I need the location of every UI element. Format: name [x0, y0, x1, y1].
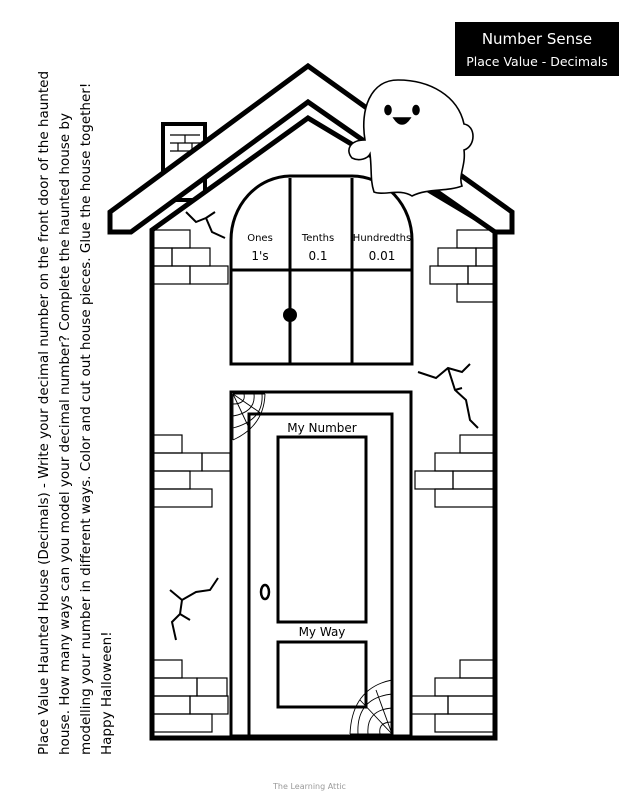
window-heading-ones: Ones [247, 233, 273, 244]
crack-icon [169, 211, 479, 641]
page-subtitle: Place Value - Decimals [466, 54, 608, 69]
cobweb-icon [232, 393, 393, 735]
arched-window [229, 174, 414, 366]
footer-credit: The Learning Attic [273, 782, 346, 791]
window-heading-hundredths: Hundredths [352, 233, 412, 244]
window-latch-icon [283, 308, 297, 322]
window-value-ones: 1's [251, 249, 269, 263]
title-box: Number Sense Place Value - Decimals [455, 22, 619, 76]
door-knob-icon [259, 583, 271, 601]
ghost-icon [348, 79, 474, 197]
page-title: Number Sense [481, 30, 593, 48]
door [229, 390, 413, 738]
door-label-my-number: My Number [287, 421, 357, 435]
window-value-hundredths: 0.01 [368, 249, 396, 263]
window-value-tenths: 0.1 [308, 249, 328, 263]
window-heading-tenths: Tenths [301, 233, 335, 244]
door-label-my-way: My Way [298, 625, 346, 639]
